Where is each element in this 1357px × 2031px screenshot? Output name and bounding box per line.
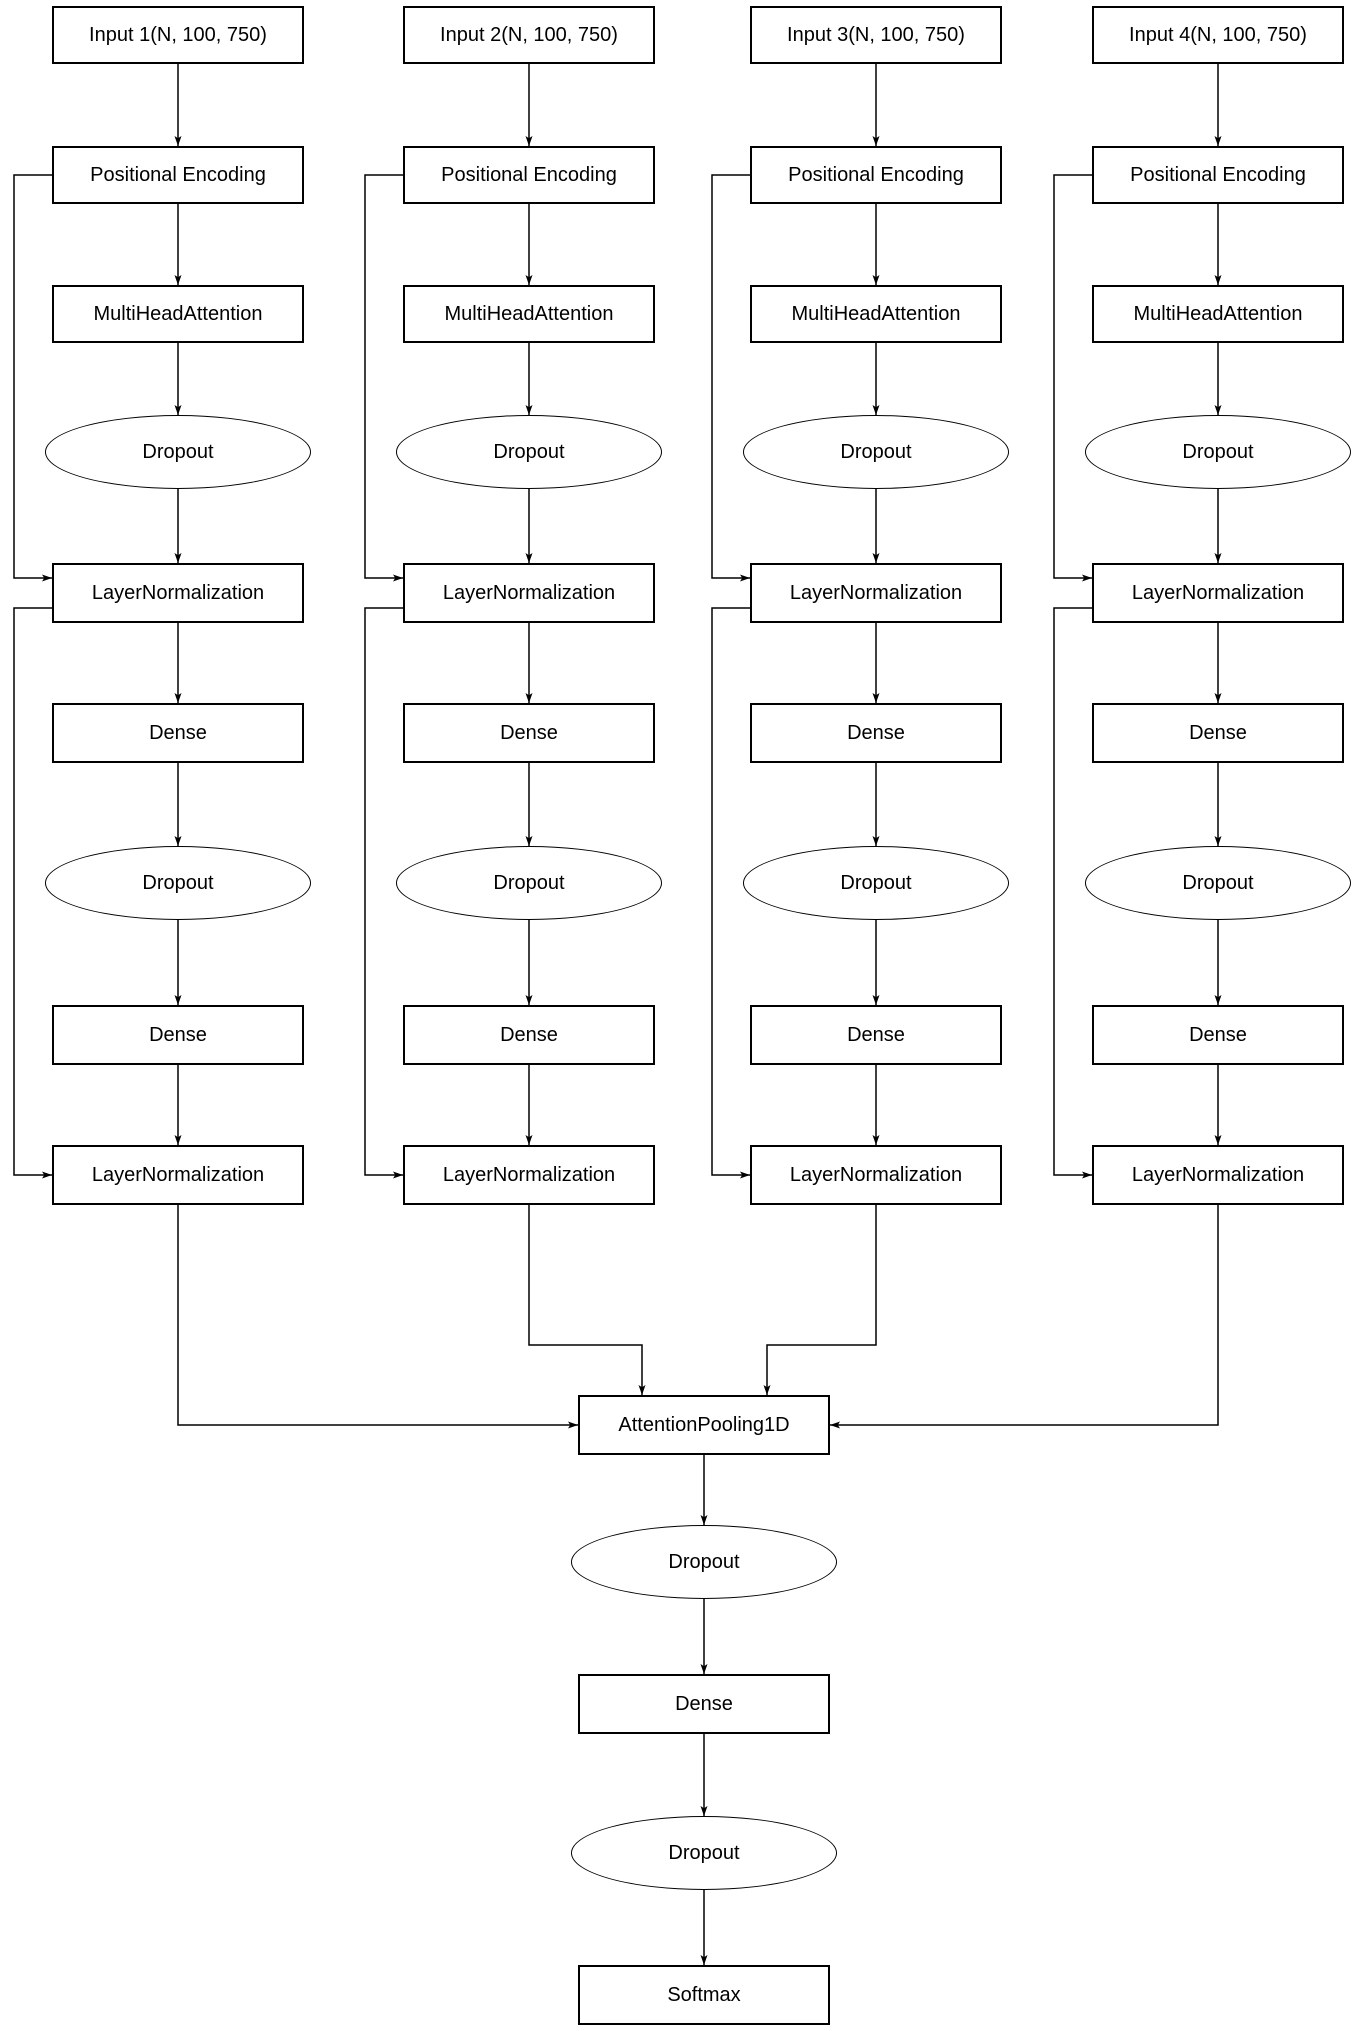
- col3-edges: [711, 64, 880, 1395]
- node-col4-layer-norm-1: LayerNormalization: [1092, 563, 1344, 623]
- merge-col4-to-pooling: [830, 1205, 1219, 1429]
- node-col4-dense-1: Dense: [1092, 703, 1344, 763]
- node-col4-positional-encoding: Positional Encoding: [1092, 146, 1344, 204]
- skip-col4-pe-ln1: [1053, 174, 1092, 582]
- skip-col3-pe-ln1: [711, 174, 750, 582]
- node-col4-layer-norm-2: LayerNormalization: [1092, 1145, 1344, 1205]
- node-col1-input: Input 1(N, 100, 750): [52, 6, 304, 64]
- node-col3-multi-head-attention: MultiHeadAttention: [750, 285, 1002, 343]
- node-col1-dropout-2: Dropout: [45, 846, 311, 920]
- node-col4-dropout-1: Dropout: [1085, 415, 1351, 489]
- col1-edges: [13, 64, 578, 1429]
- node-col2-layer-norm-2: LayerNormalization: [403, 1145, 655, 1205]
- merge-col1-to-pooling: [177, 1205, 578, 1429]
- node-col3-layer-norm-1: LayerNormalization: [750, 563, 1002, 623]
- node-col3-dense-2: Dense: [750, 1005, 1002, 1065]
- node-col2-dense-1: Dense: [403, 703, 655, 763]
- col2-edges: [364, 64, 646, 1395]
- node-col1-dense-1: Dense: [52, 703, 304, 763]
- merge-col2-to-pooling: [528, 1205, 646, 1395]
- node-col1-dense-2: Dense: [52, 1005, 304, 1065]
- skip-col1-ln1-ln2: [13, 607, 52, 1179]
- node-col3-layer-norm-2: LayerNormalization: [750, 1145, 1002, 1205]
- node-col3-dropout-2: Dropout: [743, 846, 1009, 920]
- skip-col2-pe-ln1: [364, 174, 403, 582]
- node-col1-layer-norm-1: LayerNormalization: [52, 563, 304, 623]
- node-col1-layer-norm-2: LayerNormalization: [52, 1145, 304, 1205]
- node-dropout-final-2: Dropout: [571, 1816, 837, 1890]
- node-col2-multi-head-attention: MultiHeadAttention: [403, 285, 655, 343]
- node-col2-dense-2: Dense: [403, 1005, 655, 1065]
- node-col4-dropout-2: Dropout: [1085, 846, 1351, 920]
- node-col2-dropout-1: Dropout: [396, 415, 662, 489]
- node-col3-input: Input 3(N, 100, 750): [750, 6, 1002, 64]
- node-col3-dense-1: Dense: [750, 703, 1002, 763]
- skip-col1-pe-ln1: [13, 174, 52, 582]
- col4-edges: [830, 64, 1222, 1429]
- node-col1-multi-head-attention: MultiHeadAttention: [52, 285, 304, 343]
- node-col3-positional-encoding: Positional Encoding: [750, 146, 1002, 204]
- merge-col3-to-pooling: [763, 1205, 877, 1395]
- node-col2-input: Input 2(N, 100, 750): [403, 6, 655, 64]
- node-col3-dropout-1: Dropout: [743, 415, 1009, 489]
- node-col4-multi-head-attention: MultiHeadAttention: [1092, 285, 1344, 343]
- node-col4-input: Input 4(N, 100, 750): [1092, 6, 1344, 64]
- node-dropout-final-1: Dropout: [571, 1525, 837, 1599]
- skip-col3-ln1-ln2: [711, 607, 750, 1179]
- skip-col4-ln1-ln2: [1053, 607, 1092, 1179]
- node-attention-pooling: AttentionPooling1D: [578, 1395, 830, 1455]
- node-col4-dense-2: Dense: [1092, 1005, 1344, 1065]
- node-col2-positional-encoding: Positional Encoding: [403, 146, 655, 204]
- node-col1-dropout-1: Dropout: [45, 415, 311, 489]
- node-dense-final: Dense: [578, 1674, 830, 1734]
- node-softmax: Softmax: [578, 1965, 830, 2025]
- node-col2-dropout-2: Dropout: [396, 846, 662, 920]
- skip-col2-ln1-ln2: [364, 607, 403, 1179]
- node-col1-positional-encoding: Positional Encoding: [52, 146, 304, 204]
- node-col2-layer-norm-1: LayerNormalization: [403, 563, 655, 623]
